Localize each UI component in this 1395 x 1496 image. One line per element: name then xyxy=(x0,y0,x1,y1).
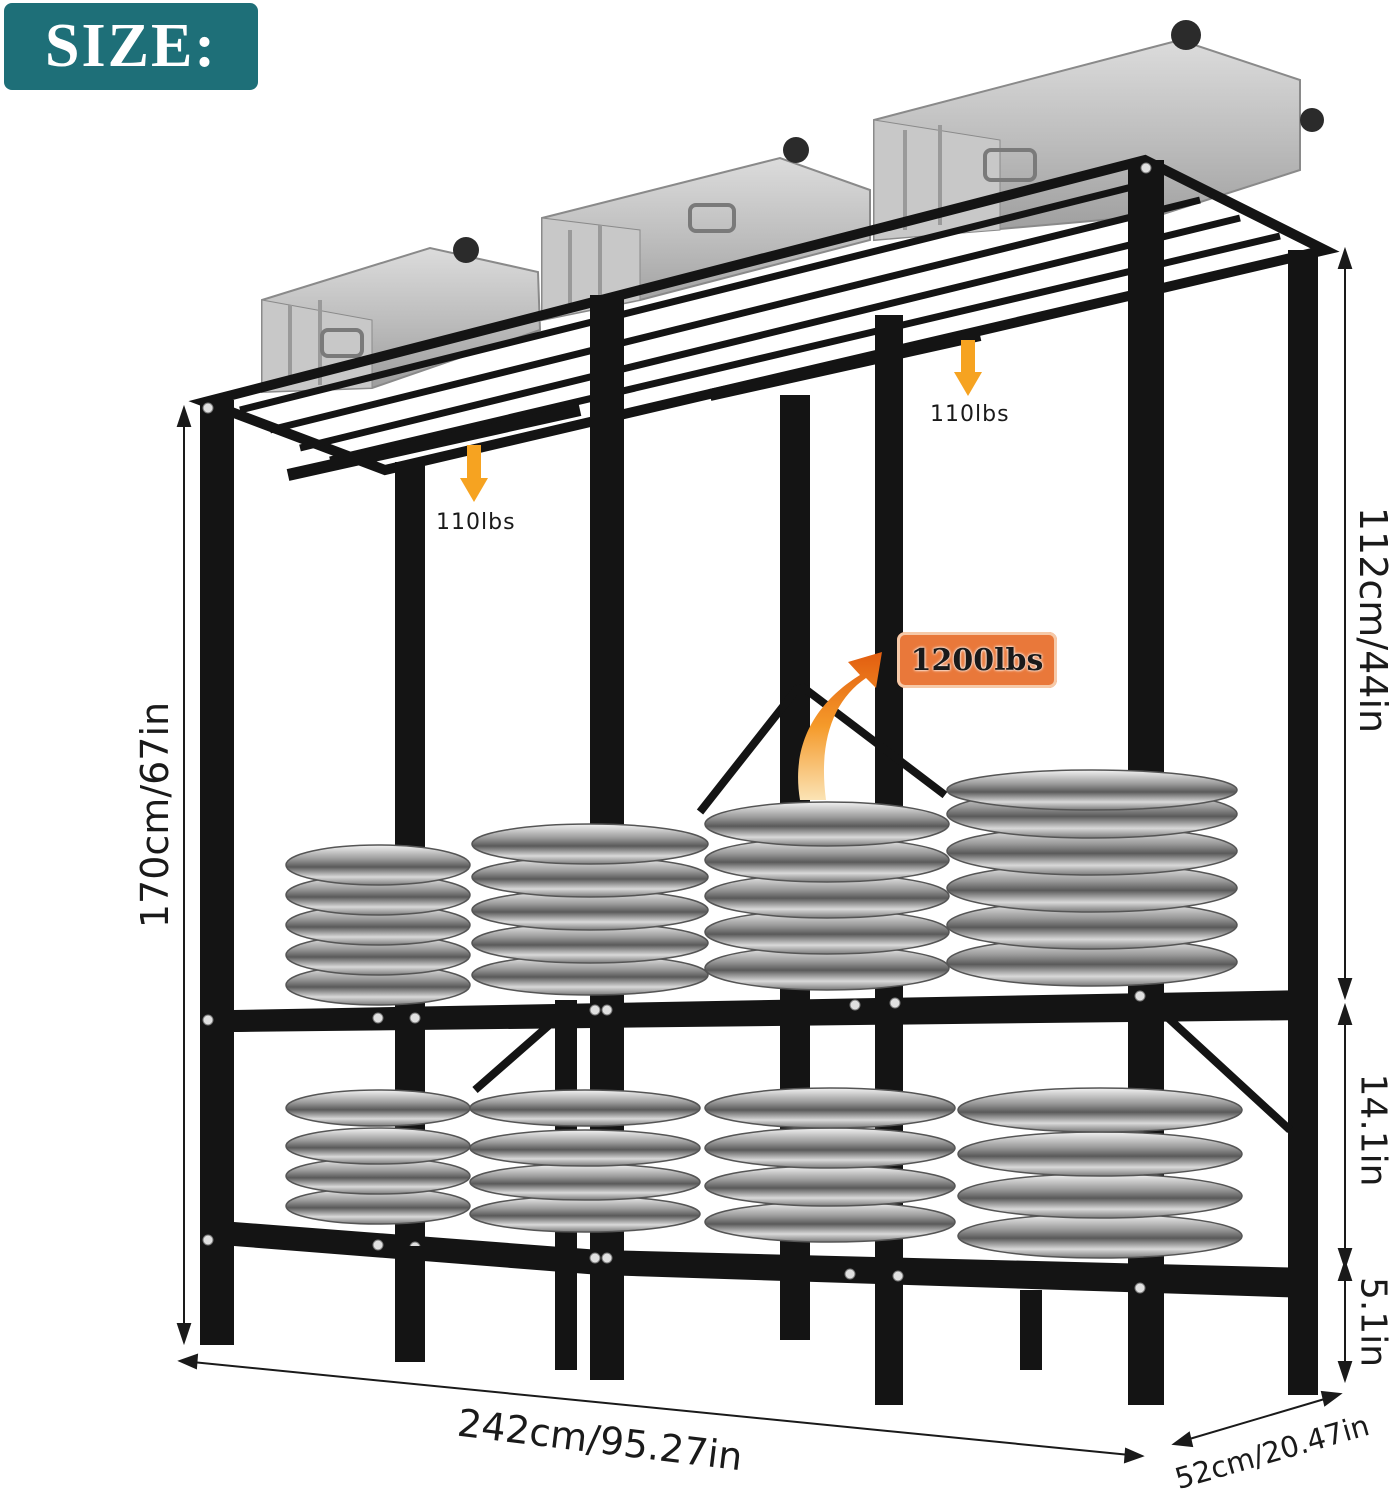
capacity-badge: 1200lbs xyxy=(897,632,1057,688)
dimension-lines xyxy=(176,246,1353,1464)
arrow-down-icon xyxy=(954,340,982,396)
curved-arrow-up-icon xyxy=(798,652,882,800)
top-left-load-label: 110lbs xyxy=(436,510,516,535)
bottom-shelf xyxy=(234,1222,1310,1298)
suitcase-right xyxy=(873,20,1324,242)
capacity-label: 1200lbs xyxy=(910,642,1044,678)
size-badge-text: SIZE: xyxy=(45,12,217,80)
total-height-label: 170cm/67in xyxy=(133,701,177,929)
suitcase-middle xyxy=(541,137,871,322)
plate-stacks-upper xyxy=(285,769,1238,1006)
bolts xyxy=(202,162,1152,1294)
size-badge: SIZE: xyxy=(4,3,258,90)
bottom-height-label: 5.1in xyxy=(1352,1276,1394,1368)
arrow-down-icon xyxy=(460,445,488,502)
middle-height-label: 14.1in xyxy=(1352,1073,1394,1187)
plate-stacks-lower xyxy=(285,1087,1243,1259)
upper-height-label: 112cm/44in xyxy=(1351,506,1395,734)
top-shelf xyxy=(188,154,1340,481)
frame-legs xyxy=(398,1246,1042,1370)
top-right-load-label: 110lbs xyxy=(930,402,1010,427)
